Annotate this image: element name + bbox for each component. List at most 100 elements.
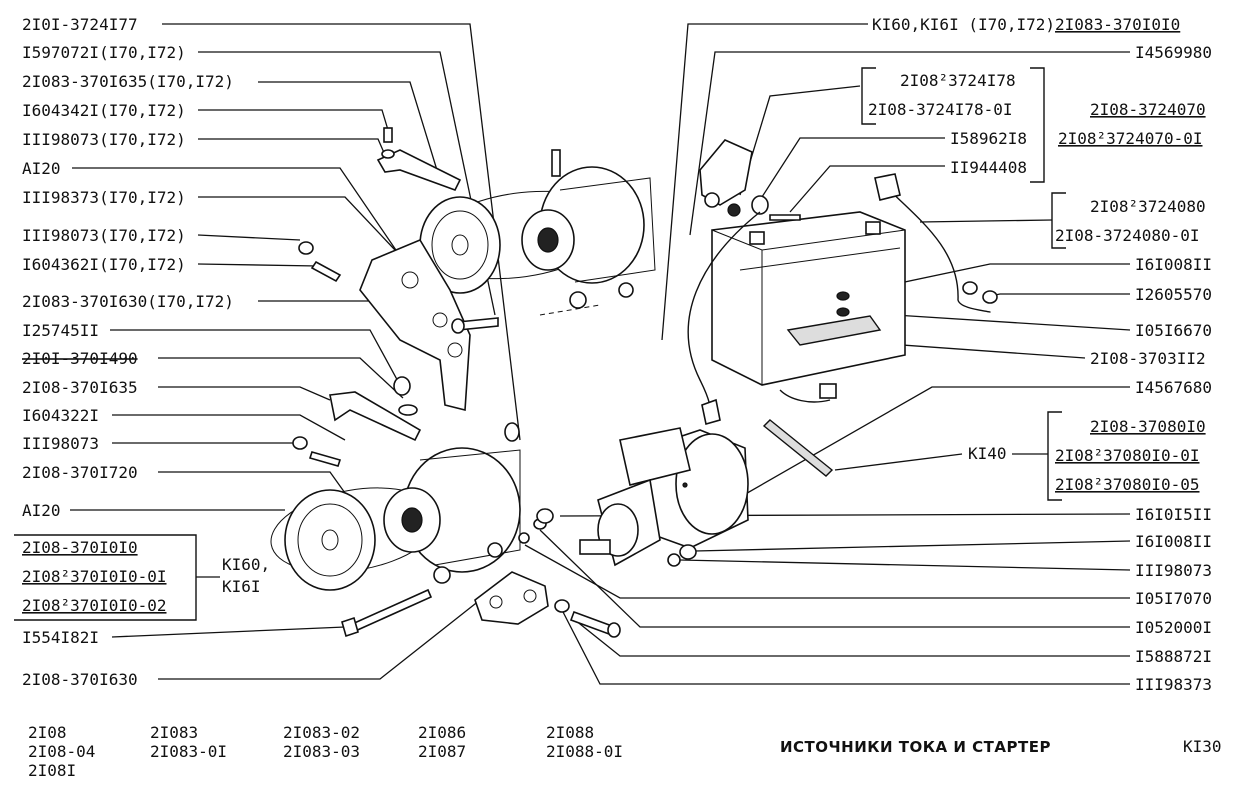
right-label: I6I008II bbox=[1135, 532, 1212, 551]
leader-line bbox=[539, 529, 1130, 628]
right-label: I4567680 bbox=[1135, 378, 1212, 397]
left-label: III98073 bbox=[22, 434, 99, 453]
leader-line bbox=[198, 196, 396, 251]
variant-note: KI40 bbox=[968, 444, 1007, 463]
variant-item: 2I08²37080I0-0I bbox=[1055, 446, 1200, 465]
left-labels: 2I0I-3724I77 I597072I(I70,I72) 2I083-370… bbox=[22, 15, 234, 689]
lower-alternator-assembly bbox=[270, 376, 621, 638]
model-code: 2I083 bbox=[150, 723, 198, 742]
left-label: 2I08-370I630 bbox=[22, 670, 138, 689]
right-label: II944408 bbox=[950, 158, 1027, 177]
leader-line bbox=[734, 386, 1130, 501]
model-code: 2I08I bbox=[28, 761, 76, 780]
top-note: KI60,KI6I (I70,I72)2I083-370I0I0 bbox=[872, 15, 1180, 34]
model-code: 2I08 bbox=[28, 723, 67, 742]
leader-lines bbox=[70, 23, 1131, 685]
right-label: I2605570 bbox=[1135, 285, 1212, 304]
model-code: 2I088 bbox=[546, 723, 594, 742]
left-label: I604322I bbox=[22, 406, 99, 425]
right-label: III98373 bbox=[1135, 675, 1212, 694]
right-label: I052000I bbox=[1135, 618, 1212, 637]
model-code: 2I086 bbox=[418, 723, 466, 742]
right-label: I05I6670 bbox=[1135, 321, 1212, 340]
model-code: 2I083-03 bbox=[283, 742, 360, 761]
right-label: I4569980 bbox=[1135, 43, 1212, 62]
model-code: 2I087 bbox=[418, 742, 466, 761]
variant-item: 2I08²3724080 bbox=[1090, 197, 1206, 216]
left-label: I597072I(I70,I72) bbox=[22, 43, 186, 62]
leader-line bbox=[574, 619, 1130, 657]
battery-assembly bbox=[687, 139, 998, 477]
variant-item: 2I08-3724070 bbox=[1090, 100, 1206, 119]
left-label: 2I083-370I630(I70,I72) bbox=[22, 292, 234, 311]
leader-line bbox=[679, 559, 1131, 571]
variant-item: 2I08²3724070-0I bbox=[1058, 129, 1203, 148]
upper-alternator-assembly bbox=[298, 127, 656, 412]
left-label: III98073(I70,I72) bbox=[22, 226, 186, 245]
leader-line bbox=[694, 540, 1131, 552]
leader-line bbox=[162, 23, 521, 441]
variant-item: 2I08-3724080-0I bbox=[1055, 226, 1200, 245]
right-label: I6I008II bbox=[1135, 255, 1212, 274]
leader-line bbox=[834, 453, 963, 471]
left-label: III98073(I70,I72) bbox=[22, 130, 186, 149]
right-label: I05I7070 bbox=[1135, 589, 1212, 608]
variant-item: 2I08-3724I78-0I bbox=[868, 100, 1013, 119]
mounting-bracket bbox=[359, 238, 471, 412]
model-code: 2I08-04 bbox=[28, 742, 95, 761]
page-title: ИСТОЧНИКИ ТОКА И СТАРТЕР bbox=[780, 738, 1051, 756]
left-label: 2I0I-3724I77 bbox=[22, 15, 138, 34]
leader-line bbox=[661, 23, 868, 341]
left-label: I554I82I bbox=[22, 628, 99, 647]
left-label: 2I08-370I720 bbox=[22, 463, 138, 482]
left-label: 2I0I-370I490 bbox=[22, 349, 138, 368]
variant-item: 2I08²3724I78 bbox=[900, 71, 1016, 90]
left-label: 2I08-370I635 bbox=[22, 378, 138, 397]
leader-line bbox=[561, 609, 1130, 685]
leader-line bbox=[110, 329, 401, 386]
leader-line bbox=[158, 357, 404, 399]
leader-line bbox=[689, 51, 1130, 236]
right-label: III98073 bbox=[1135, 561, 1212, 580]
left-variant-group: 2I08-370I0I0 2I08²370I0I0-0I 2I08²370I0I… bbox=[14, 534, 270, 621]
variant-note: KI60, bbox=[222, 555, 270, 574]
battery bbox=[711, 211, 906, 386]
left-label: AI20 bbox=[22, 501, 61, 520]
right-label: I58962I8 bbox=[950, 129, 1027, 148]
leader-line bbox=[739, 85, 861, 196]
leader-line bbox=[919, 219, 1053, 223]
model-code: 2I083-0I bbox=[150, 742, 227, 761]
variant-item: 2I08²370I0I0-0I bbox=[22, 567, 167, 586]
leader-line bbox=[111, 626, 346, 638]
lower-bracket bbox=[474, 571, 549, 625]
solenoid bbox=[619, 427, 691, 486]
variant-item: 2I08²370I0I0-02 bbox=[22, 596, 167, 615]
leader-line bbox=[198, 138, 386, 156]
variant-note: KI6I bbox=[222, 577, 261, 596]
leader-line bbox=[197, 263, 319, 267]
adjusting-strap bbox=[376, 149, 462, 191]
leader-line bbox=[759, 137, 945, 201]
left-label: 2I083-370I635(I70,I72) bbox=[22, 72, 234, 91]
right-label: I6I0I5II bbox=[1135, 505, 1212, 524]
variant-bracket bbox=[861, 67, 876, 125]
model-code: 2I083-02 bbox=[283, 723, 360, 742]
leader-line bbox=[158, 599, 481, 680]
variant-item: 2I08-370I0I0 bbox=[22, 538, 138, 557]
right-label: I588872I bbox=[1135, 647, 1212, 666]
page-code: KI30 bbox=[1183, 737, 1222, 756]
variant-bracket bbox=[1030, 67, 1045, 183]
variant-item: 2I08²37080I0-05 bbox=[1055, 475, 1200, 494]
left-label: I604362I(I70,I72) bbox=[22, 255, 186, 274]
leader-line bbox=[789, 165, 945, 213]
leader-line bbox=[197, 234, 301, 241]
terminal-cover bbox=[699, 139, 753, 206]
leader-line bbox=[524, 544, 1130, 599]
leader-line bbox=[989, 293, 1130, 297]
left-label: AI20 bbox=[22, 159, 61, 178]
left-label: I604342I(I70,I72) bbox=[22, 101, 186, 120]
variant-item: 2I08-37080I0 bbox=[1090, 417, 1206, 436]
right-label: 2I08-3703II2 bbox=[1090, 349, 1206, 368]
